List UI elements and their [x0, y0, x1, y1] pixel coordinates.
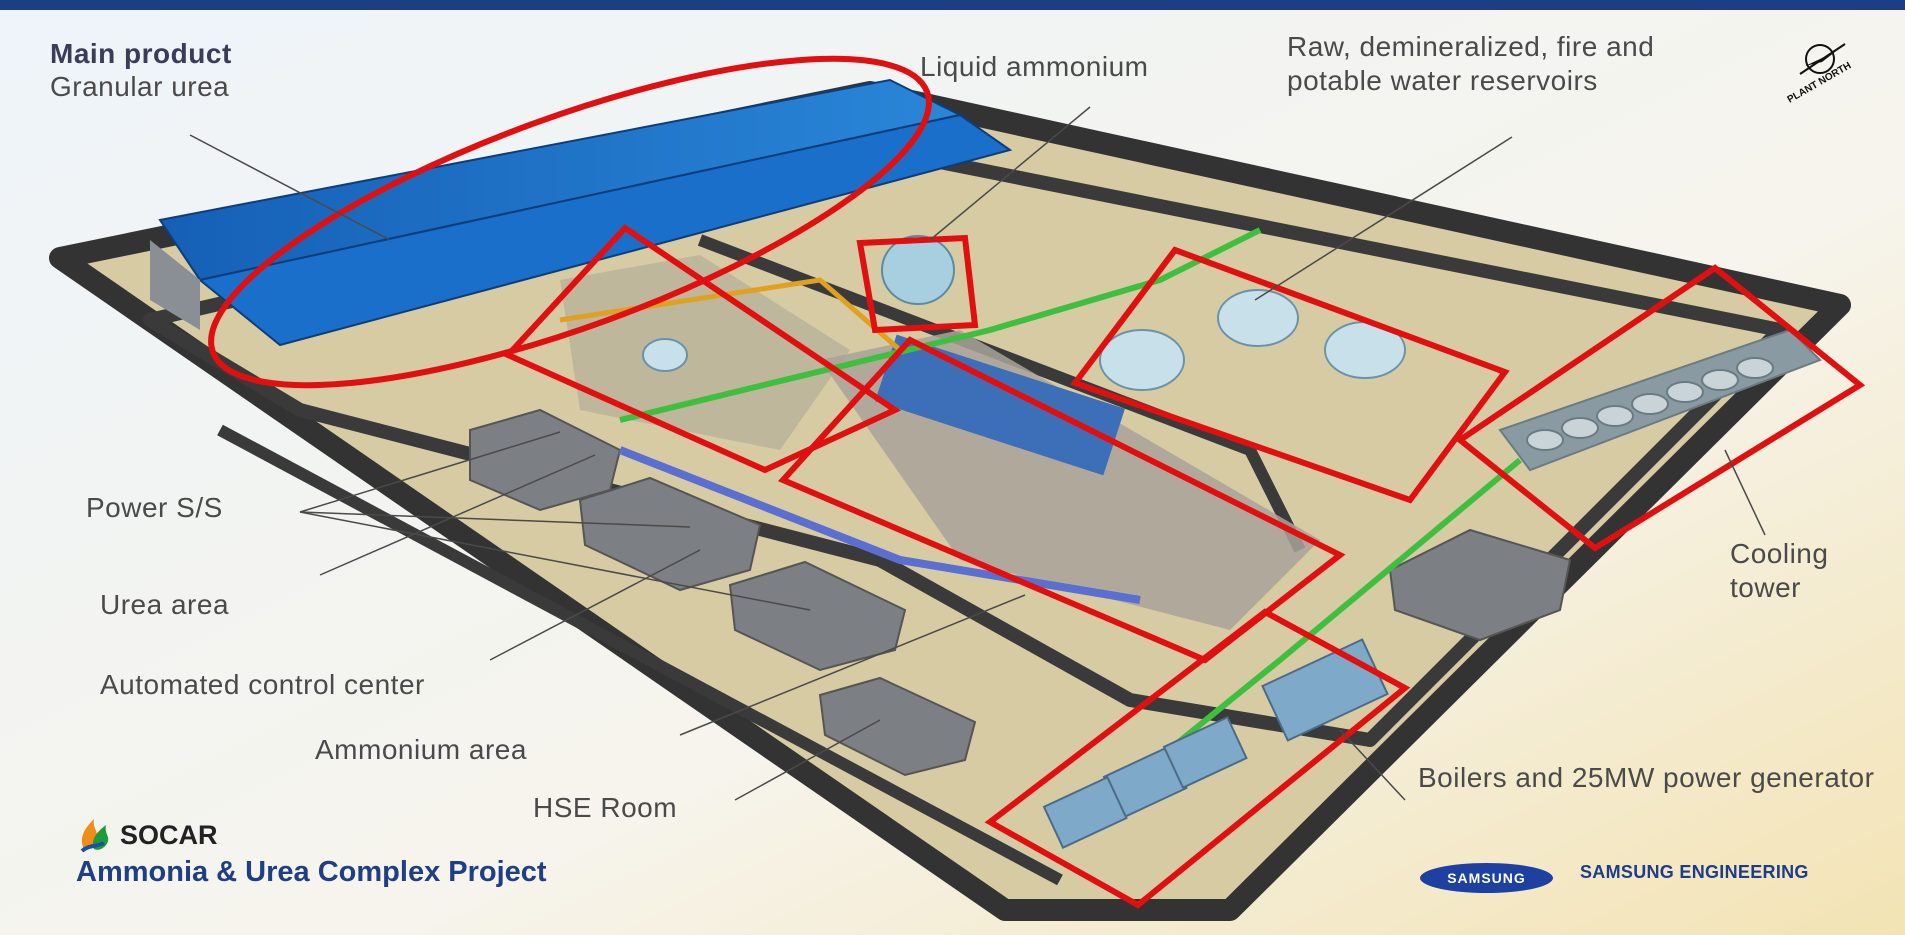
- urea-area-label: Urea area: [100, 589, 230, 620]
- water-tank-2: [1099, 329, 1185, 391]
- leader-boilers: [1339, 729, 1406, 801]
- road-center: [697, 234, 1306, 553]
- leader-urea: [319, 454, 596, 576]
- leader-ammonium-area: [679, 594, 1026, 736]
- urea-process-area: [560, 255, 850, 450]
- highlight-main-product: [208, 55, 932, 389]
- highlight-urea-process: [502, 224, 902, 474]
- socar-flame-icon: [80, 819, 109, 853]
- top-band: [0, 0, 1905, 10]
- urea-tank: [642, 338, 688, 372]
- highlight-boilers: [984, 608, 1411, 909]
- plant-north-compass-icon: PLANT NORTH: [1786, 43, 1854, 104]
- leader-lines: [189, 106, 1766, 801]
- liquid-ammonium-label: Liquid ammonium: [920, 51, 1149, 82]
- project-title: Ammonia & Urea Complex Project: [76, 856, 547, 888]
- leader-power-3: [299, 511, 811, 611]
- urea-building: [578, 476, 762, 592]
- samsung-logo: SAMSUNG: [1420, 863, 1553, 893]
- compass-label: PLANT NORTH: [1786, 60, 1854, 104]
- warehouse-side: [150, 240, 200, 330]
- highlight-water-reservoirs: [1070, 246, 1510, 504]
- warehouse-roof-2: [197, 113, 1013, 347]
- road-west: [217, 424, 1063, 886]
- pipe-rack-blue: [618, 446, 1141, 604]
- water-reservoirs-label: Raw, demineralized, fire and potable wat…: [1287, 31, 1655, 96]
- ammonium-area-label: Ammonium area: [315, 734, 527, 765]
- control-center-building: [728, 560, 907, 672]
- socar-company-name: SOCAR: [120, 820, 218, 850]
- ammonium-roof: [875, 334, 1125, 476]
- highlight-ammonium-area: [777, 336, 1346, 664]
- leader-power-2: [299, 511, 691, 528]
- leader-liquid-ammonium: [929, 106, 1091, 241]
- boilers-label: Boilers and 25MW power generator: [1418, 762, 1875, 793]
- leader-acc: [489, 549, 701, 661]
- ammonium-tank: [881, 235, 955, 305]
- water-tank-1: [1217, 289, 1299, 347]
- inner-road: [143, 143, 1787, 747]
- main-product-title: Main product: [50, 38, 232, 69]
- hse-building: [818, 676, 977, 777]
- leader-hse: [734, 719, 881, 801]
- pipe-rack-green: [619, 227, 1262, 423]
- highlight-cooling-tower: [1454, 264, 1866, 552]
- main-product-subtitle: Granular urea: [50, 71, 230, 102]
- samsung-engineering-label: SAMSUNG ENGINEERING: [1580, 862, 1809, 882]
- cooling-tower-label: Cooling tower: [1730, 538, 1829, 603]
- cooling-tower-cells: [1498, 328, 1822, 472]
- leader-water: [1254, 136, 1513, 301]
- east-building: [1388, 528, 1572, 642]
- hse-room-label: HSE Room: [533, 792, 678, 823]
- automated-control-center-label: Automated control center: [100, 669, 425, 700]
- power-ss-label: Power S/S: [86, 492, 223, 523]
- leader-cooling: [1724, 449, 1766, 536]
- leader-main-product: [189, 134, 391, 241]
- leader-power-1: [299, 431, 561, 513]
